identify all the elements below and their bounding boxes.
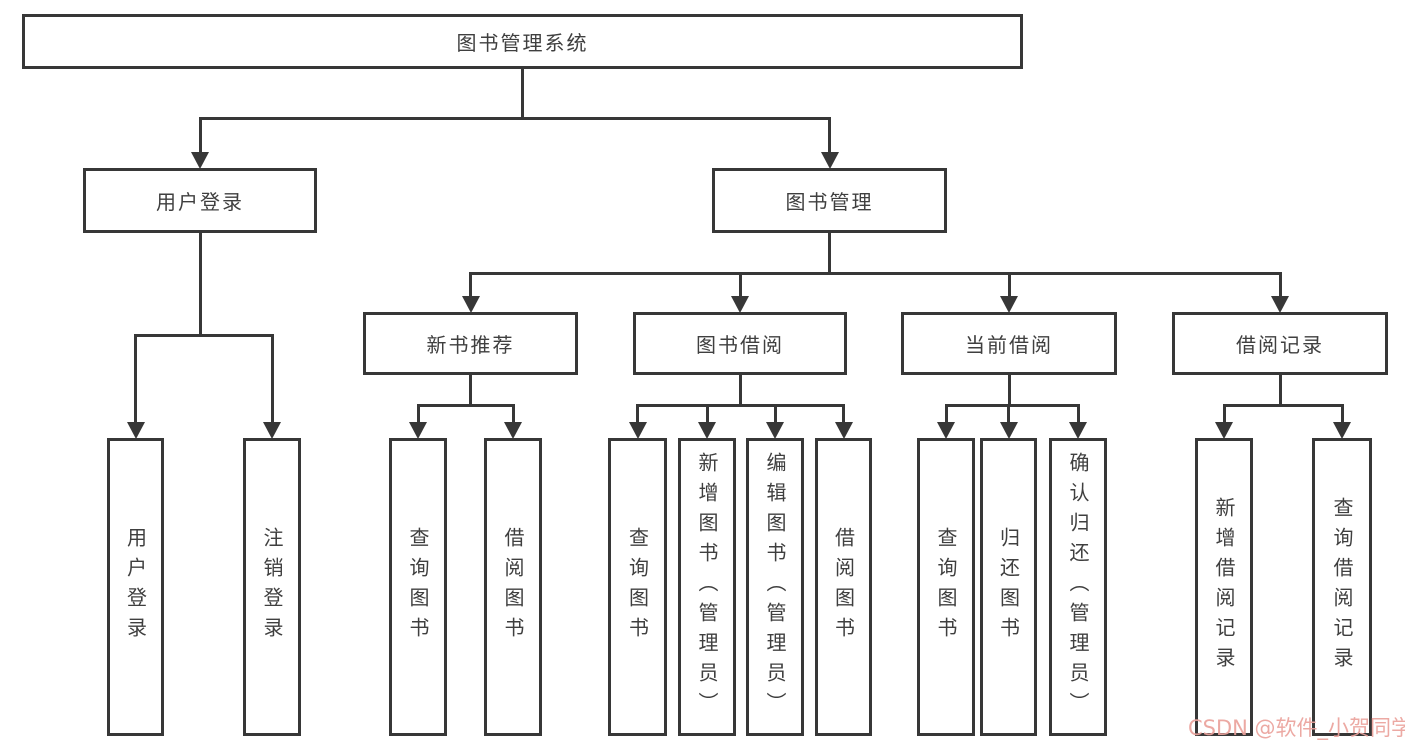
arrow-down-icon [937,422,955,439]
node-user-login: 用户登录 [83,168,317,233]
node-root: 图书管理系统 [22,14,1023,69]
node-leaf-query-book-bb: 查询图书 [608,438,667,736]
node-label: 图书管理 [785,190,874,214]
node-leaf-user-login: 用户登录 [107,438,164,736]
arrow-down-icon [191,152,209,169]
node-label: 归还图书 [996,527,1021,647]
node-book-mgmt: 图书管理 [712,168,947,233]
node-label: 借阅图书 [501,527,525,647]
connector-drop [270,333,274,425]
node-leaf-query-book-cb: 查询图书 [917,438,975,736]
node-label: 图书借阅 [696,333,784,357]
node-leaf-logout: 注销登录 [243,438,301,736]
connector-drop [511,403,515,425]
connector-drop [773,403,777,425]
connector-stem [1278,374,1282,407]
node-label: 图书管理系统 [456,31,589,55]
arrow-down-icon [834,422,853,439]
connector-drop [134,333,137,425]
connector-branch [636,403,845,407]
arrow-down-icon [461,296,480,313]
node-leaf-confirm-return: 确认归还（管理员） [1049,438,1107,736]
node-label: 注销登录 [260,527,284,647]
node-leaf-query-borrow-record: 查询借阅记录 [1312,438,1372,736]
arrow-down-icon [999,422,1018,439]
connector-branch [198,116,831,120]
connector-stem [469,374,472,407]
node-new-book-rec: 新书推荐 [363,312,578,375]
arrow-down-icon [504,422,522,439]
node-leaf-return-book: 归还图书 [980,438,1037,736]
node-book-borrow: 图书借阅 [633,312,847,375]
arrow-down-icon [820,152,839,169]
arrow-down-icon [263,422,281,439]
node-leaf-edit-book: 编辑图书（管理员） [746,438,804,736]
connector-drop [944,403,948,425]
node-label: 借阅记录 [1236,333,1324,357]
arrow-down-icon [1000,296,1018,313]
connector-drop [1007,403,1010,425]
connector-drop [1340,403,1344,425]
connector-drop [636,403,639,425]
node-leaf-add-borrow-record: 新增借阅记录 [1195,438,1253,736]
node-leaf-add-book: 新增图书（管理员） [678,438,736,736]
connector-drop [828,116,831,155]
connector-drop [738,271,742,299]
connector-drop [842,403,845,425]
node-label: 当前借阅 [965,333,1053,357]
node-label: 查询借阅记录 [1330,497,1354,677]
arrow-down-icon [409,422,427,439]
arrow-down-icon [1333,422,1351,439]
node-current-borrow: 当前借阅 [901,312,1117,375]
connector-stem [521,68,524,120]
connector-drop [1007,271,1011,299]
connector-drop [198,116,202,155]
node-label: 用户登录 [156,190,244,214]
node-leaf-borrow-book-bb: 借阅图书 [815,438,872,736]
arrow-down-icon [731,296,749,313]
connector-branch [469,271,1282,275]
connector-drop [1076,403,1080,425]
node-label: 新增图书（管理员） [695,452,719,722]
connector-branch [944,403,1080,407]
connector-stem [198,232,202,337]
node-leaf-borrow-book-nbr: 借阅图书 [484,438,542,736]
arrow-down-icon [628,422,647,439]
node-borrow-records: 借阅记录 [1172,312,1388,375]
connector-drop [416,403,420,425]
arrow-down-icon [1069,422,1087,439]
connector-stem [738,374,742,407]
node-label: 新增借阅记录 [1212,497,1236,677]
csdn-watermark: CSDN @软件_小贺同学 [1188,716,1405,740]
arrow-down-icon [766,422,784,439]
connector-drop [1278,271,1282,299]
connector-branch [416,403,515,407]
node-label: 查询图书 [934,527,958,647]
node-label: 借阅图书 [831,527,856,647]
connector-stem [1007,374,1011,407]
arrow-down-icon [698,422,716,439]
arrow-down-icon [1215,422,1233,439]
connector-stem [828,232,831,275]
node-label: 确认归还（管理员） [1066,452,1090,722]
connector-branch [134,333,274,337]
node-label: 编辑图书（管理员） [763,452,787,722]
connector-branch [1222,403,1344,407]
node-label: 新书推荐 [426,333,515,357]
arrow-down-icon [1271,296,1289,313]
node-label: 用户登录 [123,527,148,647]
node-label: 查询图书 [625,527,650,647]
connector-drop [1222,403,1226,425]
connector-drop [705,403,709,425]
node-label: 查询图书 [406,527,430,647]
connector-drop [469,271,472,299]
arrow-down-icon [126,422,145,439]
node-leaf-query-book-nbr: 查询图书 [389,438,447,736]
